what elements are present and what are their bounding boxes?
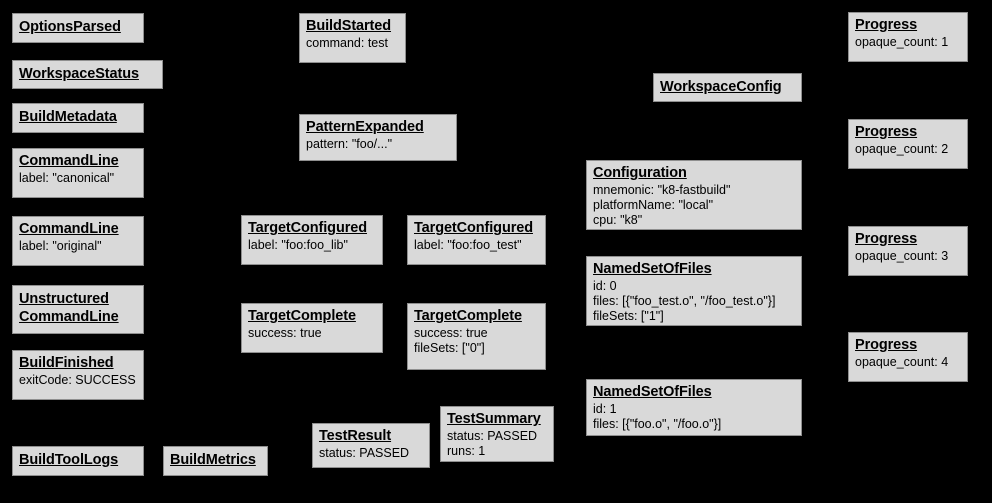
node-field: fileSets: ["0"] xyxy=(414,341,485,355)
node-fields: opaque_count: 1 xyxy=(855,35,961,50)
node-fields: success: true xyxy=(248,326,376,341)
node-field: files: [{"foo_test.o", "/foo_test.o"}] xyxy=(593,294,776,308)
node-field: label: "foo:foo_lib" xyxy=(248,238,348,252)
node-fields: exitCode: SUCCESS xyxy=(19,373,137,388)
node-target-configured-foo-test[interactable]: TargetConfigured label: "foo:foo_test" xyxy=(407,215,546,265)
node-field: id: 1 xyxy=(593,402,617,416)
node-field: fileSets: ["1"] xyxy=(593,309,664,323)
node-field: label: "original" xyxy=(19,239,102,253)
node-fields: status: PASSED xyxy=(319,446,423,461)
node-build-metadata[interactable]: BuildMetadata xyxy=(12,103,144,133)
node-progress-2[interactable]: Progress opaque_count: 2 xyxy=(848,119,968,169)
node-title: BuildStarted xyxy=(306,18,392,34)
node-field: pattern: "foo/..." xyxy=(306,137,393,151)
node-title: BuildMetrics xyxy=(170,452,256,468)
node-progress-1[interactable]: Progress opaque_count: 1 xyxy=(848,12,968,62)
node-title: Progress xyxy=(855,17,918,33)
node-workspace-config[interactable]: WorkspaceConfig xyxy=(653,73,802,102)
node-fields: label: "canonical" xyxy=(19,171,137,186)
node-fields: label: "foo:foo_lib" xyxy=(248,238,376,253)
node-field: runs: 1 xyxy=(447,444,486,458)
node-title: TargetComplete xyxy=(414,308,522,324)
node-build-finished[interactable]: BuildFinished exitCode: SUCCESS xyxy=(12,350,144,400)
node-title: TargetConfigured xyxy=(414,220,533,236)
node-field: id: 0 xyxy=(593,279,617,293)
node-field: command: test xyxy=(306,36,388,50)
node-title: NamedSetOfFiles xyxy=(593,261,712,277)
node-title: WorkspaceStatus xyxy=(19,66,139,82)
node-field: files: [{"foo.o", "/foo.o"}] xyxy=(593,417,722,431)
node-title: Unstructured CommandLine xyxy=(19,291,119,325)
node-test-result[interactable]: TestResult status: PASSED xyxy=(312,423,430,468)
node-title: Configuration xyxy=(593,165,687,181)
node-title: TargetConfigured xyxy=(248,220,367,236)
node-title: Progress xyxy=(855,124,918,140)
node-fields: opaque_count: 4 xyxy=(855,355,961,370)
node-configuration[interactable]: Configuration mnemonic: "k8-fastbuild"pla… xyxy=(586,160,802,230)
node-build-started[interactable]: BuildStarted command: test xyxy=(299,13,406,63)
node-target-complete-foo-lib[interactable]: TargetComplete success: true xyxy=(241,303,383,353)
node-fields: command: test xyxy=(306,36,399,51)
node-field: label: "canonical" xyxy=(19,171,115,185)
node-build-tool-logs[interactable]: BuildToolLogs xyxy=(12,446,144,476)
node-command-line-original[interactable]: CommandLine label: "original" xyxy=(12,216,144,266)
node-field: status: PASSED xyxy=(447,429,538,443)
node-field: success: true xyxy=(414,326,488,340)
node-field: opaque_count: 2 xyxy=(855,142,949,156)
node-fields: opaque_count: 3 xyxy=(855,249,961,264)
node-field: exitCode: SUCCESS xyxy=(19,373,136,387)
node-fields: pattern: "foo/..." xyxy=(306,137,450,152)
node-field: platformName: "local" xyxy=(593,198,714,212)
node-build-metrics[interactable]: BuildMetrics xyxy=(163,446,268,476)
node-title: PatternExpanded xyxy=(306,119,424,135)
node-field: status: PASSED xyxy=(319,446,410,460)
node-field: opaque_count: 4 xyxy=(855,355,949,369)
node-fields: label: "foo:foo_test" xyxy=(414,238,539,253)
node-title: BuildFinished xyxy=(19,355,114,371)
node-title: BuildMetadata xyxy=(19,109,117,125)
node-progress-4[interactable]: Progress opaque_count: 4 xyxy=(848,332,968,382)
node-title: WorkspaceConfig xyxy=(660,79,782,95)
node-title: TestSummary xyxy=(447,411,541,427)
node-target-configured-foo-lib[interactable]: TargetConfigured label: "foo:foo_lib" xyxy=(241,215,383,265)
node-options-parsed[interactable]: OptionsParsed xyxy=(12,13,144,43)
node-field: opaque_count: 1 xyxy=(855,35,949,49)
node-title: TargetComplete xyxy=(248,308,356,324)
node-title: NamedSetOfFiles xyxy=(593,384,712,400)
node-title: OptionsParsed xyxy=(19,19,121,35)
node-field: success: true xyxy=(248,326,322,340)
node-field: cpu: "k8" xyxy=(593,213,643,227)
node-title: CommandLine xyxy=(19,221,119,237)
node-title: Progress xyxy=(855,231,918,247)
node-title: BuildToolLogs xyxy=(19,452,119,468)
node-workspace-status[interactable]: WorkspaceStatus xyxy=(12,60,163,89)
node-title: TestResult xyxy=(319,428,392,444)
node-field: opaque_count: 3 xyxy=(855,249,949,263)
node-progress-3[interactable]: Progress opaque_count: 3 xyxy=(848,226,968,276)
node-pattern-expanded[interactable]: PatternExpanded pattern: "foo/..." xyxy=(299,114,457,161)
node-unstructured-command-line[interactable]: Unstructured CommandLine xyxy=(12,285,144,334)
node-title: CommandLine xyxy=(19,153,119,169)
node-title: Progress xyxy=(855,337,918,353)
node-fields: label: "original" xyxy=(19,239,137,254)
node-fields: mnemonic: "k8-fastbuild"platformName: "l… xyxy=(593,183,795,228)
node-field: mnemonic: "k8-fastbuild" xyxy=(593,183,731,197)
node-fields: opaque_count: 2 xyxy=(855,142,961,157)
node-command-line-canonical[interactable]: CommandLine label: "canonical" xyxy=(12,148,144,198)
node-field: label: "foo:foo_test" xyxy=(414,238,522,252)
